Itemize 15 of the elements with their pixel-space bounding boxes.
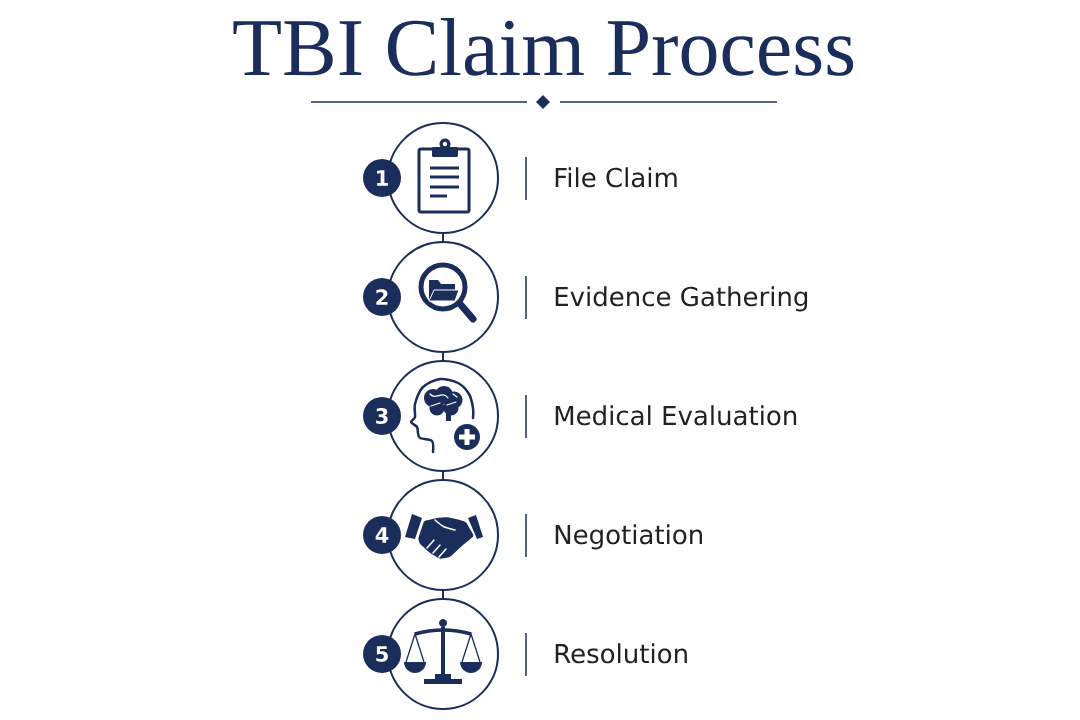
number-badge: 1 [363, 159, 401, 197]
step-label: Medical Evaluation [555, 405, 797, 426]
title: TBI Claim Process [233, 18, 854, 76]
step-label: Evidence Gathering [555, 286, 808, 312]
number-badge: 4 [363, 516, 401, 554]
number-badge: 2 [363, 278, 401, 316]
step-label: File Claim [555, 167, 677, 188]
step-label: Resolution [555, 643, 687, 664]
connector-line [442, 352, 444, 361]
number-badge: 5 [363, 635, 401, 673]
connector-line [442, 233, 444, 242]
connector-line [442, 590, 444, 599]
step-label: Negotiation [555, 524, 702, 550]
connector-line [442, 471, 444, 480]
number-badge: 3 [363, 397, 401, 435]
